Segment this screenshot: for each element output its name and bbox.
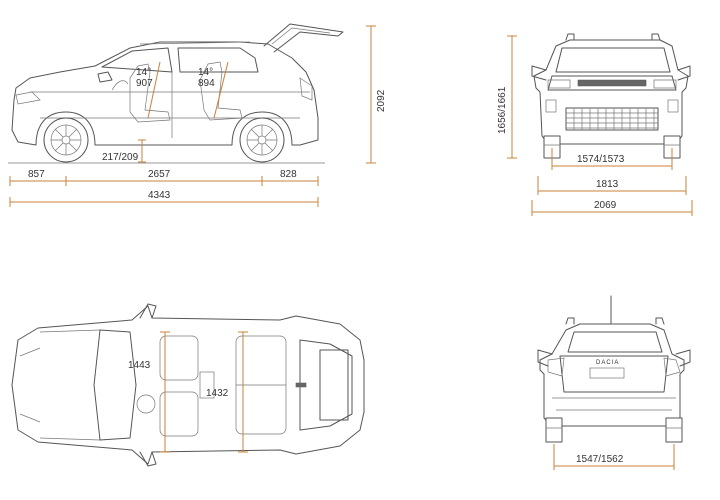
ground-clearance-label: 217/209 [102,152,139,163]
top-body-outline [11,305,365,465]
rear-seat-value-label: 894 [198,78,215,89]
rear-body-outline [539,323,685,427]
side-rear-seat [199,61,243,121]
wheelbase-label: 2657 [148,169,171,180]
side-front-wheel [43,117,89,163]
top-front-left-seat [159,335,199,381]
front-view: 1656/1661 1574/1573 1813 2069 [497,33,693,216]
front-track-label: 1574/1573 [577,154,625,165]
side-rear-wheel [239,117,285,163]
top-windshield [93,329,137,441]
front-seat-angle-label: 14° [136,67,151,78]
width-no-mirrors-label: 1813 [596,179,619,190]
side-rear-window [177,47,259,73]
side-front-window [101,47,173,73]
side-tailgate [263,23,344,53]
rear-view: DACIA 1547/1562 [537,295,691,470]
front-height-label: 1656/1661 [497,86,508,134]
front-overhang-label: 857 [28,169,45,180]
rear-track-label: 1547/1562 [576,454,624,465]
rear-brand-badge: DACIA [596,360,619,366]
rear-overhang-label: 828 [280,169,297,180]
side-body-outline [11,41,319,146]
top-view: 1443 1432 [11,303,365,467]
front-body-outline [533,39,689,145]
rear-window [567,331,663,353]
overall-length-label: 4343 [148,190,171,201]
front-elbow-width-label: 1443 [128,360,151,371]
front-windshield [555,47,671,73]
top-front-right-seat [159,391,199,437]
side-view: 14° 907 14° 894 217/209 857 2657 828 434… [8,23,387,207]
front-seat-value-label: 907 [136,78,153,89]
rear-elbow-width-label: 1432 [206,388,229,399]
height-tailgate-label: 2092 [376,89,387,112]
rear-seat-angle-label: 14° [198,67,213,78]
width-mirrors-label: 2069 [594,200,617,211]
side-front-seat [129,63,171,123]
